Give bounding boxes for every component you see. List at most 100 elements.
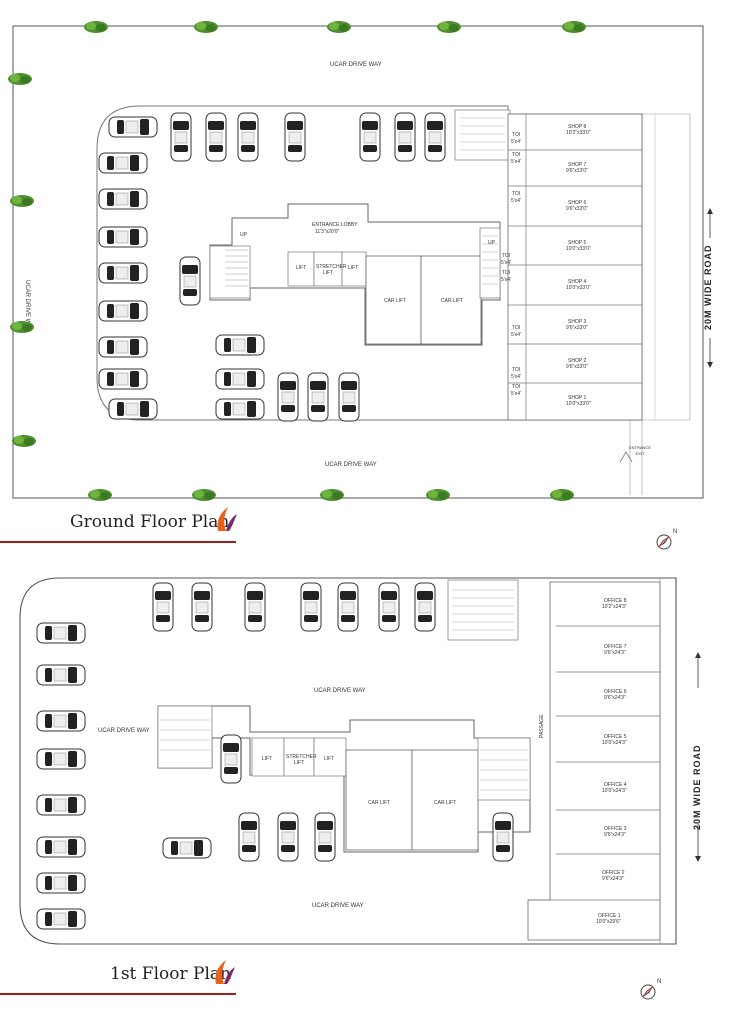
office-1-name: OFFICE 1 (598, 913, 621, 919)
car-icon (152, 582, 174, 632)
office-3-name: OFFICE 3 (604, 826, 627, 832)
toi-size: 5'x4' (511, 332, 521, 338)
toi-label: TOI (512, 367, 521, 373)
ground-up-1: UP (240, 232, 247, 238)
car-icon (378, 582, 400, 632)
car-icon (414, 582, 436, 632)
car-icon (215, 398, 265, 420)
shop-2-name: SHOP 2 (568, 358, 587, 364)
office-5-size: 10'0"x24'3" (602, 740, 627, 746)
car-icon (314, 812, 336, 862)
car-icon (36, 664, 86, 686)
tree-icon (550, 489, 574, 501)
first-lift-1: LIFT (262, 756, 273, 762)
tree-icon (327, 21, 351, 33)
office-2-name: OFFICE 2 (602, 870, 625, 876)
entrance-lobby-label: ENTRANCE LOBBY (312, 222, 358, 228)
toi-size: 5'x4' (511, 198, 521, 204)
toi-size: 5'x4' (511, 139, 521, 145)
shop-5-name: SHOP 5 (568, 240, 587, 246)
shop-2-size: 9'6"x33'0" (566, 364, 588, 370)
car-icon (98, 262, 148, 284)
ground-stretcher-lift: STRETCHER LIFT (316, 264, 347, 276)
ground-floor-title: Ground Floor Plan (70, 512, 230, 532)
tree-icon (8, 73, 32, 85)
compass-n-label: N (657, 979, 661, 985)
ground-lift-2: LIFT (348, 265, 359, 271)
ground-drive-bottom: UCAR DRIVE WAY (325, 462, 377, 468)
office-3-size: 9'6"x24'3" (604, 832, 626, 838)
tree-icon (426, 489, 450, 501)
shop-7-size: 9'6"x33'0" (566, 168, 588, 174)
toi-label: TOI (512, 191, 521, 197)
first-drive-bottom: UCAR DRIVE WAY (312, 903, 364, 909)
car-icon (492, 812, 514, 862)
car-icon (300, 582, 322, 632)
shop-3-size: 9'6"x33'0" (566, 325, 588, 331)
first-drive-top: UCAR DRIVE WAY (314, 688, 366, 694)
car-icon (359, 112, 381, 162)
car-icon (277, 372, 299, 422)
car-icon (179, 256, 201, 306)
toi-label: TOI (512, 152, 521, 158)
car-icon (238, 812, 260, 862)
car-icon (205, 112, 227, 162)
car-icon (36, 836, 86, 858)
toi-label: TOI (502, 270, 511, 276)
shop-8-size: 10'2"x33'0" (566, 130, 591, 136)
car-icon (284, 112, 306, 162)
ground-up-2: UP (488, 240, 495, 246)
shop-6-size: 9'6"x33'0" (566, 206, 588, 212)
car-icon (307, 372, 329, 422)
toi-label: TOI (512, 132, 521, 138)
car-icon (215, 334, 265, 356)
tree-icon (10, 321, 34, 333)
toi-size: 5'x4' (511, 374, 521, 380)
office-4-name: OFFICE 4 (604, 782, 627, 788)
compass-n-label: N (673, 529, 677, 535)
first-lift-2: LIFT (324, 756, 335, 762)
car-icon (108, 116, 158, 138)
first-passage-label: PASSAGE (539, 714, 545, 738)
office-7-name: OFFICE 7 (604, 644, 627, 650)
car-icon (108, 398, 158, 420)
entrance-lobby-size: 11'3"x20'0" (315, 229, 340, 235)
tree-icon (192, 489, 216, 501)
shop-1-name: SHOP 1 (568, 395, 587, 401)
office-7-size: 9'6"x24'3" (604, 650, 626, 656)
toi-label: TOI (512, 325, 521, 331)
office-8-name: OFFICE 8 (604, 598, 627, 604)
car-icon (191, 582, 213, 632)
car-icon (36, 748, 86, 770)
first-title-underline (0, 993, 236, 995)
car-icon (36, 794, 86, 816)
car-icon (162, 837, 212, 859)
brand-logo (217, 507, 237, 531)
ground-lift-1: LIFT (296, 265, 307, 271)
toi-size: 5'x4' (501, 277, 511, 283)
toi-size: 5'x4' (501, 260, 511, 266)
toi-size: 5'x4' (511, 159, 521, 165)
toi-label: TOI (512, 384, 521, 390)
ground-title-underline (0, 541, 236, 543)
first-car-lift-1: CAR LIFT (368, 800, 391, 806)
car-icon (215, 368, 265, 390)
shop-5-size: 10'0"x33'0" (566, 246, 591, 252)
first-floor-title: 1st Floor Plan (110, 964, 231, 984)
office-8-size: 10'2"x24'3" (602, 604, 627, 610)
compass-icon: N (656, 529, 677, 550)
car-icon (337, 582, 359, 632)
brand-logo (215, 960, 235, 984)
car-icon (36, 622, 86, 644)
first-stretcher-lift: STRETCHER LIFT (286, 754, 317, 766)
car-icon (36, 872, 86, 894)
car-icon (277, 812, 299, 862)
car-icon (98, 368, 148, 390)
office-1-size: 10'0"x29'6" (596, 919, 621, 925)
tree-icon (194, 21, 218, 33)
shop-8-name: SHOP 8 (568, 124, 587, 130)
car-icon (220, 734, 242, 784)
tree-icon (10, 195, 34, 207)
tree-icon (437, 21, 461, 33)
ground-car-lift-2: CAR LIFT (441, 298, 464, 304)
